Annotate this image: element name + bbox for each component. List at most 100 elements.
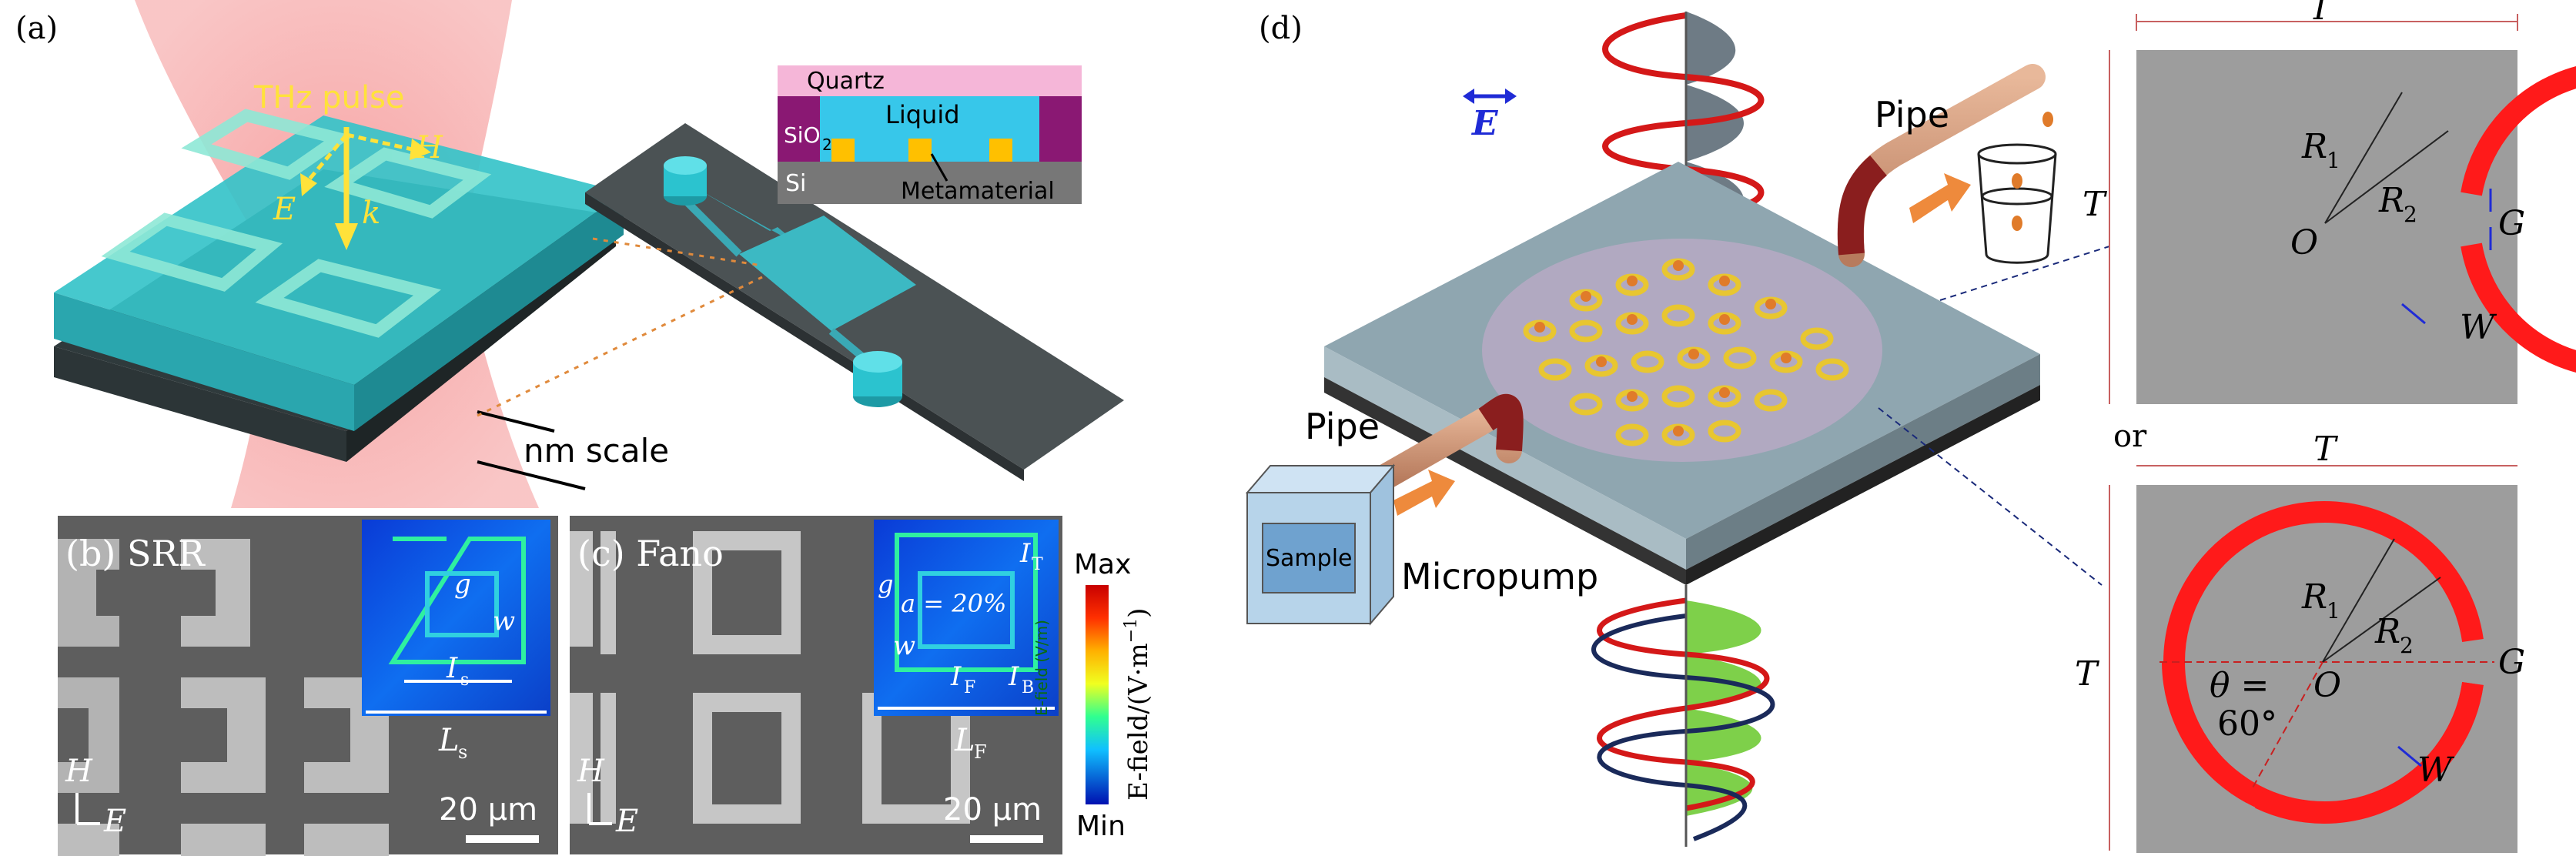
ring-top-R2: R — [2378, 181, 2404, 220]
c-scalebar — [970, 835, 1043, 843]
ring-bottom-panel: T T R 1 R 2 O G θ = 60° W — [2075, 430, 2525, 853]
d-E-arrow-head-left — [1463, 89, 1474, 104]
c-w-label: w — [893, 630, 915, 661]
H-arrow-head — [410, 139, 431, 160]
ring-top-W-arrow — [2401, 303, 2426, 325]
ring-top-R2-sub: 2 — [2404, 202, 2417, 227]
d-plate-bottom-side — [1686, 385, 2040, 585]
b-w-label: w — [493, 606, 515, 637]
ring-bottom-O: O — [2313, 666, 2341, 705]
chip-port-bottom — [853, 351, 902, 407]
d-pipe-top-label: Pipe — [1875, 94, 1949, 135]
device-substrate — [54, 346, 346, 462]
ring-top-R1: R — [2301, 127, 2327, 166]
panel-c-label: (c) Fano — [577, 533, 724, 574]
E-arrow — [306, 133, 348, 182]
d-beaker — [1977, 143, 2057, 264]
chip-channel — [697, 189, 801, 246]
panel-b: (b) SRR g w I s L s H E 20 μm — [58, 516, 558, 856]
panel-c-field-fano — [895, 533, 1038, 672]
c-IF-label: I — [950, 661, 962, 692]
liquid-slab-front — [54, 293, 354, 431]
sio2-label: SiO — [784, 122, 821, 148]
H-label: H — [415, 130, 443, 166]
c-IT-label: I — [1019, 538, 1031, 569]
d-micropump-label: Micropump — [1401, 556, 1598, 597]
d-sample-box — [1245, 463, 1396, 626]
c-axis-H: H — [577, 754, 605, 789]
c-IB-sub: B — [1022, 678, 1034, 697]
c-axis-E: E — [615, 804, 638, 839]
k-arrow-head — [335, 223, 358, 250]
panel-c: (c) Fano I T g a = 20% w I F I B L F H E… — [570, 516, 1062, 854]
d-pipe-bottom-label: Pipe — [1305, 406, 1380, 447]
chip-plate-edge — [585, 192, 1024, 481]
colorbar-max: Max — [1074, 549, 1131, 580]
ring-bottom-T-left: T — [2075, 654, 2100, 694]
panel-b-field-inset — [362, 520, 550, 716]
c-IT-sub: T — [1032, 555, 1043, 574]
c-IB-label: I — [1008, 661, 1019, 692]
d-plate-bottom — [1324, 377, 1686, 585]
quartz-label: Quartz — [807, 68, 885, 95]
b-g-label: g — [454, 569, 471, 600]
liquid-slab-side — [354, 192, 624, 431]
d-sample-label: Sample — [1266, 545, 1353, 572]
panel-d: (d) E — [1245, 11, 2110, 847]
ring-bottom-T-top: T — [2313, 430, 2339, 469]
colorbar: Max Min E-field/(V·m−1) E-field (V/m) — [1032, 549, 1154, 842]
panel-b-field-srr — [388, 537, 526, 664]
d-beaker-drop-2 — [2012, 216, 2022, 231]
ring-bottom-R2: R — [2374, 612, 2400, 651]
metamaterial-label: Metamaterial — [901, 178, 1055, 205]
c-a-label: a = 20% — [901, 589, 1006, 618]
ring-top-T: T — [2083, 185, 2108, 224]
d-beaker-drop-1 — [2012, 173, 2022, 189]
colorbar-inner-label: E-field (V/m) — [1032, 620, 1051, 716]
chip-port-top — [664, 156, 707, 206]
c-IF-sub: F — [964, 678, 975, 697]
ring-top-I: I — [2313, 0, 2328, 28]
d-E-label: E — [1470, 104, 1499, 143]
ring-top-G: G — [2498, 204, 2525, 243]
d-out-arrow — [1909, 173, 1971, 223]
ring-top-srr — [2461, 65, 2576, 373]
d-pipe-top-red — [1837, 155, 1888, 256]
or-label: or — [2113, 419, 2147, 454]
d-in-arrow — [1393, 470, 1455, 516]
panel-d-label: (d) — [1259, 11, 1303, 46]
nm-scale-line-bottom — [477, 460, 586, 490]
d-zoom-line-2 — [1878, 407, 2103, 586]
b-scalebar — [466, 835, 539, 843]
d-molecules — [1534, 260, 1791, 436]
ring-bottom-G: G — [2498, 643, 2525, 682]
d-E-arrow-head-right — [1505, 89, 1517, 104]
ring-bottom-W-arrow — [2397, 745, 2422, 767]
panel-b-srr-grid — [58, 539, 389, 856]
ring-top-panel: I T R 1 R 2 O G W — [2083, 0, 2576, 404]
E-label: E — [273, 192, 296, 227]
ring-top-R1-sub: 1 — [2327, 148, 2340, 173]
ring-top-W: W — [2460, 308, 2497, 347]
nm-scale-label: nm scale — [524, 432, 669, 470]
transmitted-wave-fill — [1686, 600, 1761, 816]
c-g-label: g — [878, 570, 893, 599]
E-arrow-head — [300, 173, 317, 196]
ring-bottom-R1-line — [2322, 538, 2395, 663]
b-axis-H: H — [65, 754, 93, 789]
b-Is-sub: s — [460, 670, 469, 690]
panel-c-field-inset — [874, 520, 1059, 716]
ring-bottom-theta-val: 60° — [2217, 704, 2277, 744]
colorbar-title: E-field/(V·m−1) — [1122, 608, 1154, 801]
cross-section-inset: Quartz SiO 2 Liquid Si Metamaterial — [778, 65, 1082, 205]
b-Ls-sub: s — [458, 741, 467, 763]
slab-srr-patterns — [101, 109, 492, 338]
si-label: Si — [785, 170, 806, 197]
colorbar-min: Min — [1076, 811, 1126, 842]
ring-top-R2-line — [2324, 130, 2449, 224]
b-scalebar-label: 20 μm — [439, 792, 537, 828]
ring-bottom-W: W — [2417, 751, 2455, 790]
ring-bottom-srr-lower — [2254, 682, 2484, 824]
c-LF-sub: F — [974, 741, 987, 763]
